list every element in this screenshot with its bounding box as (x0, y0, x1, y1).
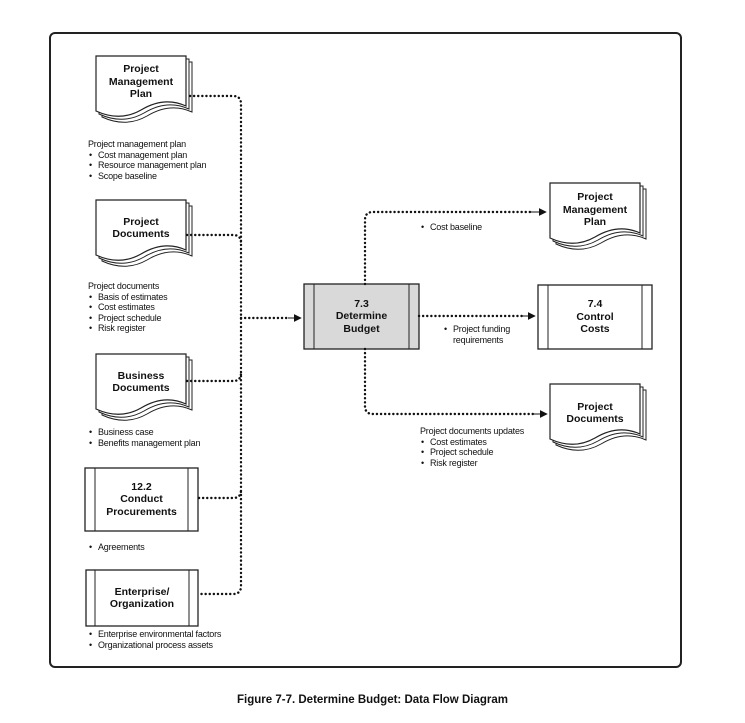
output-control-label: 7.4 Control Costs (576, 298, 614, 336)
input-business-document-shape (95, 353, 193, 421)
note-list: Agreements (88, 542, 145, 553)
output-pmp-document-shape (549, 182, 647, 250)
input-business-note: Business case Benefits management plan (88, 427, 200, 448)
figure-caption: Figure 7-7. Determine Budget: Data Flow … (237, 694, 508, 706)
list-item: Resource management plan (88, 160, 206, 171)
input-enterprise-note: Enterprise environmental factors Organiz… (88, 629, 221, 650)
list-item: Project schedule (420, 447, 524, 458)
list-item: Organizational process assets (88, 640, 221, 651)
list-item: Cost estimates (420, 437, 524, 448)
note-title: Project documents updates (420, 426, 525, 436)
input-enterprise-label: Enterprise/ Organization (109, 585, 175, 611)
note-list: Cost baseline (420, 222, 482, 233)
list-item: Risk register (420, 458, 524, 469)
input-enterprise-shape (85, 569, 199, 627)
list-item: Agreements (88, 542, 145, 553)
output-flows (363, 210, 536, 416)
center-process-shape (303, 283, 420, 350)
list-item: Benefits management plan (88, 438, 200, 449)
list-item: Risk register (88, 323, 167, 334)
input-docs-document-shape (95, 199, 193, 267)
note-title: Project documents (88, 281, 160, 291)
input-procurements-process-shape (84, 467, 199, 532)
input-business-label: Business Documents (112, 369, 170, 395)
list-item: Basis of estimates (88, 292, 168, 303)
list-item: Enterprise environmental factors (88, 629, 221, 640)
list-item: Cost management plan (88, 150, 206, 161)
output-control-process-shape (537, 284, 653, 350)
list-item: Business case (88, 427, 200, 438)
list-item: Cost estimates (88, 302, 167, 313)
input-docs-label: Project Documents (112, 215, 170, 241)
center-process-label: 7.3 Determine Budget (335, 297, 388, 335)
input-pmp-document-shape (95, 55, 193, 123)
note-list: Cost estimates Project schedule Risk reg… (420, 437, 524, 469)
diagram-frame (49, 32, 682, 668)
input-flows (185, 94, 292, 596)
output-docs-document-shape (549, 383, 647, 451)
note-list: Cost management plan Resource management… (88, 150, 206, 182)
list-item: Scope baseline (88, 171, 206, 182)
list-item: Project funding requirements (443, 324, 510, 345)
output-pmp-flow-note: Cost baseline (420, 222, 482, 233)
list-item: Cost baseline (420, 222, 482, 233)
input-docs-note: Project documents Basis of estimates Cos… (88, 281, 168, 334)
flow-to-output-pmp (363, 210, 534, 286)
note-list: Enterprise environmental factors Organiz… (88, 629, 221, 650)
list-item: Project schedule (88, 313, 167, 324)
flow-to-output-docs (363, 347, 536, 416)
output-docs-flow-note: Project documents updates Cost estimates… (420, 426, 524, 468)
output-pmp-label: Project Management Plan (562, 191, 628, 229)
note-list: Basis of estimates Cost estimates Projec… (88, 292, 168, 334)
note-list: Project funding requirements (443, 324, 510, 345)
input-pmp-note: Project management plan Cost management … (88, 139, 206, 181)
input-trunk-line (188, 94, 243, 596)
input-procurements-note: Agreements (88, 542, 145, 553)
note-list: Business case Benefits management plan (88, 427, 200, 448)
output-docs-label: Project Documents (566, 400, 624, 426)
input-procurements-label: 12.2 Conduct Procurements (106, 480, 177, 518)
output-control-flow-note: Project funding requirements (443, 324, 510, 345)
input-pmp-label: Project Management Plan (108, 63, 174, 101)
note-title: Project management plan (88, 139, 186, 149)
